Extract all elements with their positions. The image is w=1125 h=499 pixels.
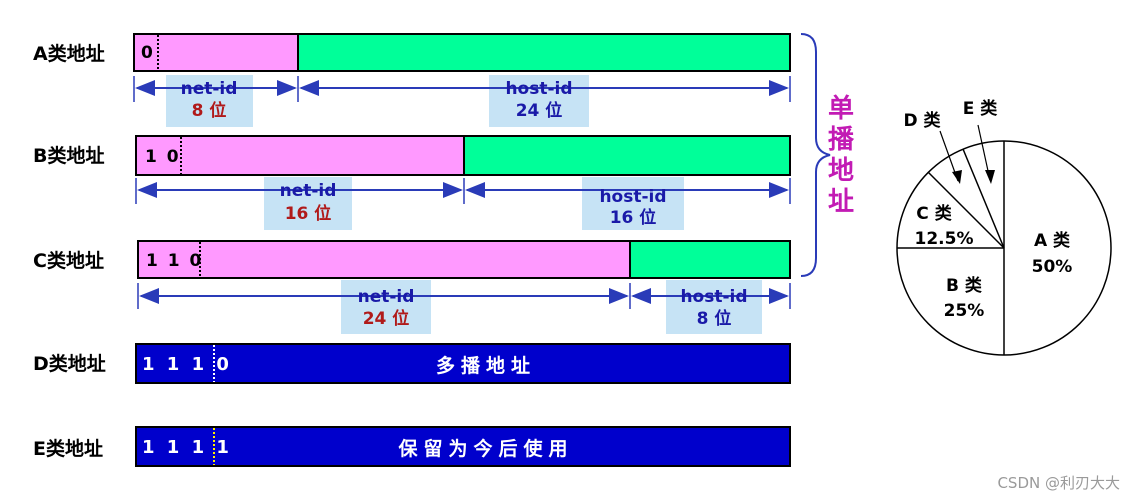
class-b-net-id: net-id [280, 181, 337, 201]
class-b-host-bits: 16 位 [610, 207, 657, 228]
pie-a-name: A 类 [1034, 230, 1071, 251]
watermark: CSDN @利刃大大 [997, 474, 1120, 492]
class-a-net-id: net-id [181, 79, 238, 99]
pie-divider-c [927, 171, 1005, 249]
pie-b-pct: 25% [944, 301, 985, 321]
pie-c-name: C 类 [916, 203, 952, 224]
unicast-char-3: 地 [828, 156, 854, 186]
class-c-host-field [629, 240, 791, 279]
class-c-net-bits: 24 位 [363, 308, 410, 329]
class-e-field [135, 426, 791, 467]
unicast-char-4: 址 [828, 187, 854, 217]
pie-b-name: B 类 [946, 275, 983, 296]
class-a-label: A类地址 [33, 42, 105, 65]
class-e-reserved-text: 保留为今后使用 [397, 437, 573, 460]
class-a-host-id: host-id [505, 79, 572, 99]
class-d-label: D类地址 [33, 352, 106, 375]
class-c-label: C类地址 [33, 249, 104, 272]
class-d-bits: 1 1 1 0 [142, 354, 232, 375]
class-c-net-field [137, 240, 631, 279]
unicast-char-2: 播 [828, 125, 855, 155]
class-b-host-field [463, 135, 791, 176]
class-b-label: B类地址 [33, 144, 104, 167]
class-c-net-id: net-id [358, 287, 415, 307]
pie-c-pct: 12.5% [915, 229, 974, 249]
class-e-label: E类地址 [33, 437, 103, 460]
pie-d-name: D 类 [903, 110, 941, 131]
class-b-net-field [135, 135, 465, 176]
unicast-char-1: 单 [828, 94, 854, 124]
class-b-net-bits: 16 位 [285, 203, 332, 224]
address-space-pie: A 类 50% B 类 25% C 类 12.5% D 类 E 类 [896, 98, 1112, 356]
pie-a-pct: 50% [1032, 257, 1073, 277]
class-b-bits: 1 0 [145, 147, 181, 167]
class-d-field [135, 343, 791, 384]
class-a-host-bits: 24 位 [516, 100, 563, 121]
class-c-bits: 1 1 0 [146, 251, 203, 271]
class-c-host-bits: 8 位 [697, 308, 732, 329]
pie-divider-d [962, 148, 1005, 249]
class-a-net-field [133, 33, 299, 72]
unicast-bracket [800, 33, 831, 277]
class-b-host-id: host-id [599, 187, 666, 207]
class-e-bits: 1 1 1 1 [142, 437, 232, 458]
class-d-multicast-text: 多播地址 [436, 354, 536, 377]
class-c-host-id: host-id [680, 287, 747, 307]
class-a-net-bits: 8 位 [192, 100, 227, 121]
class-a-bits: 0 [141, 43, 155, 63]
pie-e-name: E 类 [963, 98, 999, 119]
class-a-host-field [297, 33, 791, 72]
